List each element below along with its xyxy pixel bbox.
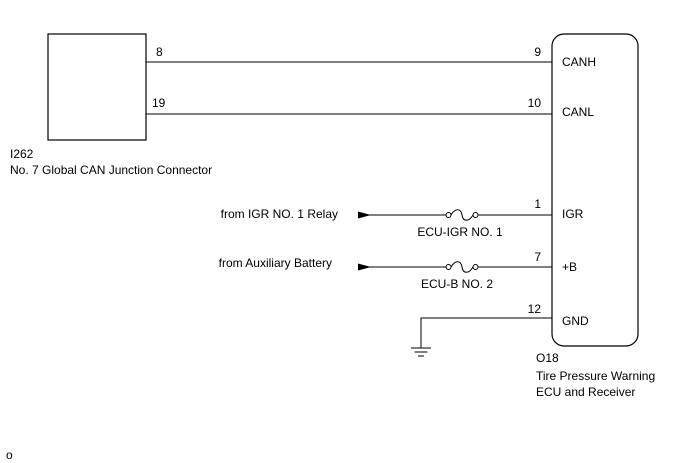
ecu-pin-canh-label: CANH: [562, 55, 596, 69]
footer-mark: o: [6, 448, 13, 462]
junction-connector-box: [47, 33, 147, 141]
ecu-pin-igr-label: IGR: [562, 207, 584, 221]
ecu-name-line1: Tire Pressure Warning: [536, 369, 655, 383]
ecu-pin-canl-label: CANL: [562, 105, 594, 119]
junction-pin-canh: 8: [156, 45, 163, 59]
ecu-pin-canh-number: 9: [534, 45, 541, 59]
ecu-pin-gnd-label: GND: [562, 314, 589, 328]
ground-icon: [411, 347, 431, 357]
fuse-igr-icon: [445, 209, 479, 221]
ecu-id: O18: [536, 351, 559, 365]
ecu-pin-canl-number: 10: [528, 96, 542, 110]
source-igr-label: from IGR NO. 1 Relay: [221, 207, 338, 221]
junction-connector-name: No. 7 Global CAN Junction Connector: [10, 163, 212, 177]
ecu-pin-igr-number: 1: [534, 197, 541, 211]
junction-connector-id: I262: [10, 147, 34, 161]
ecu-pin-b-label: +B: [562, 260, 577, 274]
fuse-igr-label: ECU-IGR NO. 1: [417, 225, 503, 239]
fuse-b-label: ECU-B NO. 2: [421, 277, 493, 291]
source-aux-label: from Auxiliary Battery: [219, 256, 332, 270]
ecu-name-line2: ECU and Receiver: [536, 385, 635, 399]
gnd-wire: [420, 317, 552, 348]
ecu-box: [551, 33, 639, 347]
fuse-b-icon: [445, 261, 479, 273]
ecu-pin-gnd-number: 12: [528, 302, 542, 316]
junction-pin-canl: 19: [152, 96, 166, 110]
ecu-pin-b-number: 7: [534, 250, 541, 264]
